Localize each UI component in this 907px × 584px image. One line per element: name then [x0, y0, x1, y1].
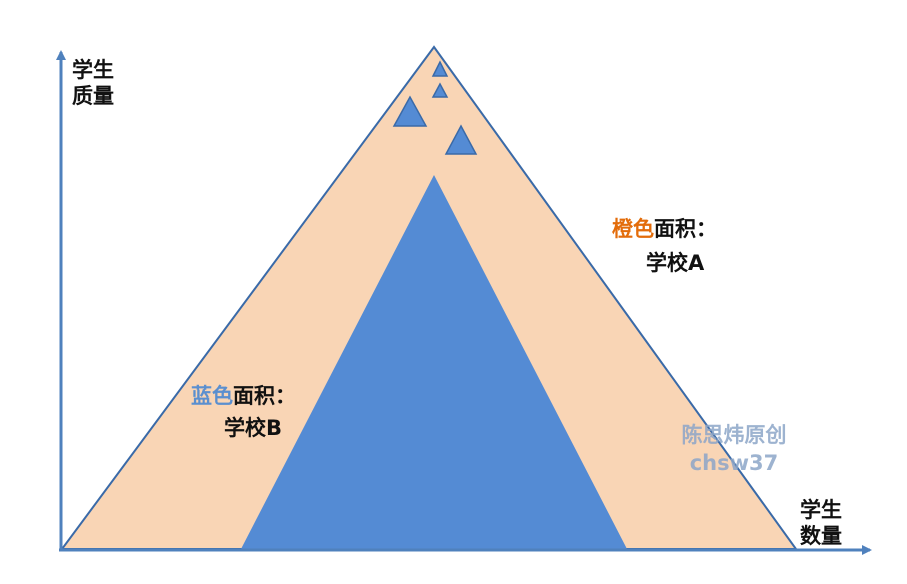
blue-area-text: 面积： — [233, 384, 296, 408]
y-axis-label-line2: 质量 — [72, 84, 114, 108]
x-axis-label-line2: 数量 — [800, 524, 842, 548]
x-axis-label: 学生 数量 — [800, 497, 842, 549]
orange-area-text: 面积： — [654, 217, 717, 241]
watermark: 陈思炜原创 chsw37 — [666, 421, 802, 477]
y-axis-label-line1: 学生 — [72, 58, 114, 82]
x-axis-label-line1: 学生 — [800, 498, 842, 522]
watermark-line2: chsw37 — [689, 451, 779, 475]
small-triangle-1 — [431, 60, 449, 77]
orange-word: 橙色 — [612, 217, 654, 241]
school-b-label: 学校B — [224, 416, 283, 440]
school-a-label: 学校A — [646, 251, 705, 275]
small-triangle-4 — [444, 124, 478, 155]
blue-pyramid-school-b — [241, 175, 627, 549]
y-axis-label: 学生 质量 — [72, 57, 114, 109]
blue-word: 蓝色 — [191, 384, 233, 408]
orange-area-label: 橙色面积： — [612, 216, 717, 242]
watermark-line1: 陈思炜原创 — [681, 423, 787, 447]
blue-area-label: 蓝色面积： — [191, 383, 296, 409]
small-triangle-3 — [392, 95, 428, 127]
small-triangle-2 — [431, 82, 449, 98]
